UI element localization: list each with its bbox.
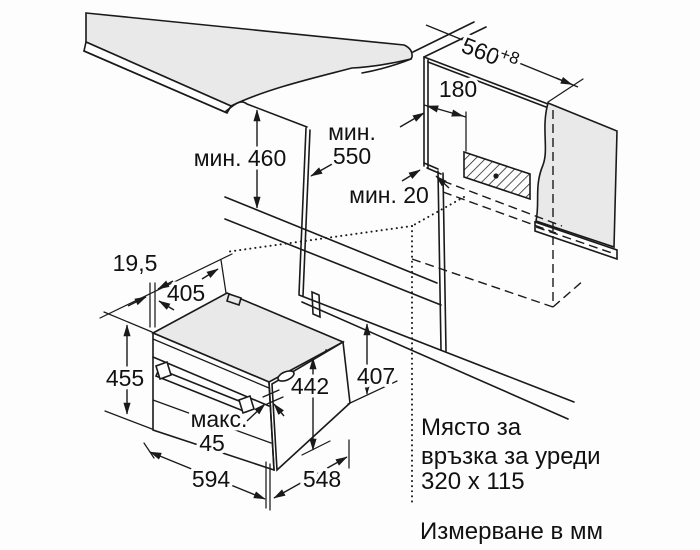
connection-point-dot — [493, 173, 499, 179]
hidden-edge-2 — [442, 191, 557, 234]
d560-label: 560+8 — [458, 30, 522, 77]
dimension-548: 548 — [273, 439, 350, 499]
connection-note: Място за връзка за уреди 320 x 115 — [421, 414, 600, 495]
min460-label: мин. 460 — [194, 145, 287, 171]
connection-note-line1: Място за — [421, 414, 522, 441]
rear-panel-face — [535, 101, 618, 249]
oven-handle-right-mount — [238, 394, 255, 415]
worktop-nose-underside — [361, 58, 412, 74]
dimension-180: 180 — [423, 73, 481, 118]
rear-panel — [534, 101, 618, 307]
cabinet-bottom-edge-inner — [301, 301, 569, 420]
min550-label-2: 550 — [333, 143, 371, 169]
hidden-edge-3 — [411, 258, 554, 308]
oven-front-right-edge — [268, 381, 275, 471]
cabinet-bottom-edge-outer — [298, 294, 575, 403]
oven-handle-left-mount — [155, 360, 172, 381]
niche-column — [224, 21, 549, 352]
hidden-edge-1 — [442, 180, 563, 227]
units-note: Измерване в мм — [420, 518, 603, 545]
dimension-594: 594 — [143, 442, 271, 511]
d594-label: 594 — [192, 466, 231, 492]
cabinet-front-edge-inner — [302, 129, 311, 297]
max45-label-2: 45 — [199, 430, 225, 456]
d19_5-label: 19,5 — [113, 250, 158, 276]
worktop-band-bottom — [83, 50, 308, 128]
niche-depth-edge-inner — [423, 26, 487, 58]
d442-label: 442 — [291, 373, 329, 399]
min550-label-1: мин. — [328, 119, 376, 145]
connection-note-line3: 320 x 115 — [421, 468, 525, 495]
d405-label: 405 — [167, 280, 205, 306]
niche-depth-edge-outer — [412, 21, 475, 53]
cabinet-foot — [311, 290, 321, 319]
worktop — [83, 12, 413, 128]
dimension-min550: мин. 550 — [310, 112, 425, 177]
niche-top-edge-outer — [423, 56, 549, 105]
max45-label-1: макс. — [191, 406, 248, 432]
hidden-edge-4 — [552, 279, 585, 308]
lower-front-edge-inner — [442, 172, 447, 352]
niche-step-tick-2 — [426, 167, 442, 175]
projection-diagonal-right — [411, 196, 465, 227]
worktop-edge-band — [83, 40, 233, 115]
dimension-442: 442 — [287, 357, 333, 456]
niche-top-edge-inner — [427, 61, 547, 108]
hidden-edges — [411, 180, 585, 308]
shelf-top-edge — [224, 196, 438, 284]
connection-note-line2: връзка за уреди — [421, 443, 600, 470]
d407-label: 407 — [357, 363, 395, 389]
projection-lines — [225, 196, 465, 503]
door-glass-line — [152, 399, 272, 444]
shelf-bottom-edge — [224, 218, 442, 306]
niche-step-tick-1 — [423, 162, 439, 170]
dimension-min460: мин. 460 — [190, 109, 290, 209]
dimension-19_5-405: 19,5 405 — [99, 247, 233, 328]
d548-label: 548 — [303, 466, 341, 492]
d455-label: 455 — [106, 365, 144, 391]
connection-area — [463, 111, 531, 201]
counter-cabinet — [298, 127, 575, 420]
cabinet-front-edge-outer — [298, 127, 307, 295]
control-panel-top-line — [152, 338, 270, 389]
d180-label: 180 — [439, 76, 477, 102]
dimension-min20: мин. 20 — [346, 169, 450, 212]
dimension-455: 455 — [102, 311, 153, 430]
projection-diagonal-left — [225, 225, 413, 253]
worktop-surface — [85, 12, 413, 107]
lower-front-edge-outer — [437, 170, 442, 351]
oven-hinge-tab — [226, 292, 242, 307]
dimension-407: 407 — [347, 323, 399, 405]
min20-label: мин. 20 — [349, 182, 429, 208]
oven-side-grip-slot — [277, 370, 295, 382]
